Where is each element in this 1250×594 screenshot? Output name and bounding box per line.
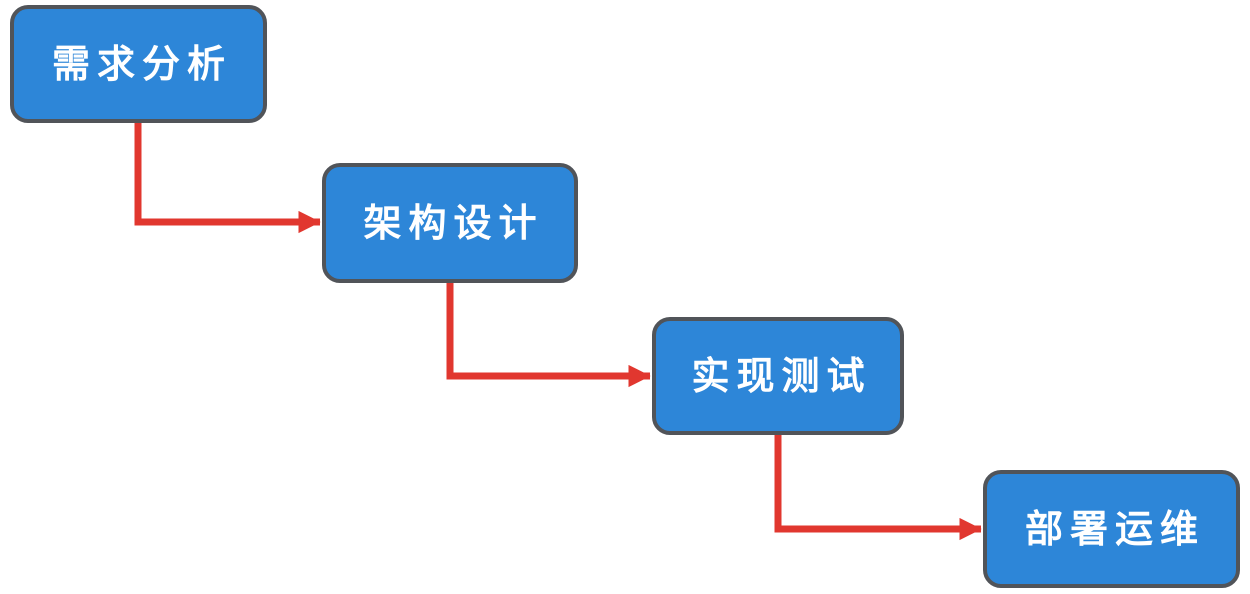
arrow-implementation-to-deployment	[774, 435, 982, 541]
node-label-implementation: 实现测试	[691, 353, 872, 398]
flow-node-requirements: 需求分析	[10, 5, 267, 123]
node-label-architecture: 架构设计	[363, 200, 544, 245]
arrow-architecture-to-implementation	[446, 283, 651, 388]
arrow-requirements-to-architecture	[134, 123, 321, 234]
node-label-requirements: 需求分析	[51, 41, 232, 86]
flow-node-deployment: 部署运维	[983, 470, 1240, 588]
flow-node-architecture: 架构设计	[322, 163, 578, 283]
flow-node-implementation: 实现测试	[652, 317, 904, 435]
node-label-deployment: 部署运维	[1024, 506, 1205, 551]
